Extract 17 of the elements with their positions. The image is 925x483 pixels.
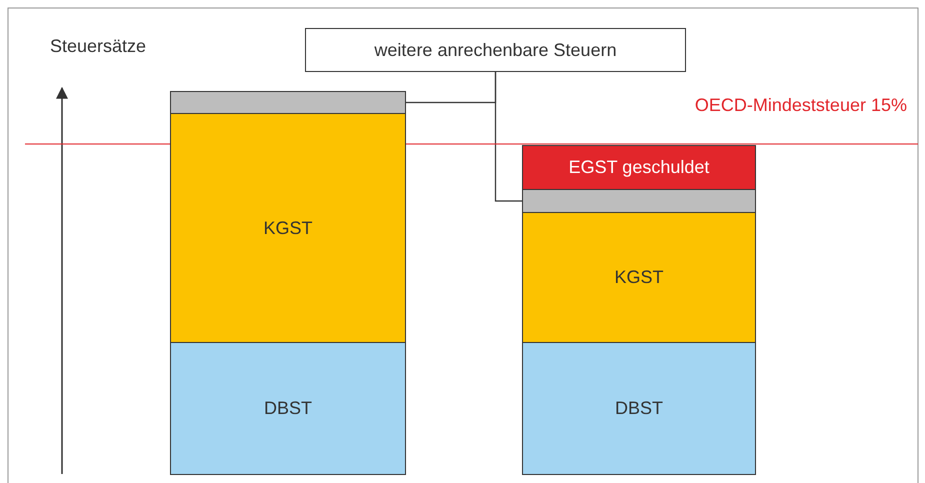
callout-box (305, 28, 686, 72)
bar-segment (522, 342, 756, 475)
bar-segment (170, 113, 406, 343)
segment-label: EGST geschuldet (568, 157, 710, 178)
segment-label: KGST (263, 218, 312, 238)
bar-segment (522, 145, 756, 190)
bar-segment (522, 189, 756, 213)
bar-segment (170, 91, 406, 114)
threshold-label: OECD-Mindeststeuer 15% (694, 95, 907, 116)
leader-line (494, 72, 522, 202)
bar-segment (522, 212, 756, 343)
bar-segment (170, 342, 406, 475)
segment-label: DBST (614, 398, 663, 419)
axis-title: Steuersätze (50, 36, 146, 57)
segment-label: KGST (614, 267, 664, 288)
callout-text: weitere anrechenbare Steuern (374, 40, 617, 60)
segment-label: DBST (264, 398, 312, 419)
